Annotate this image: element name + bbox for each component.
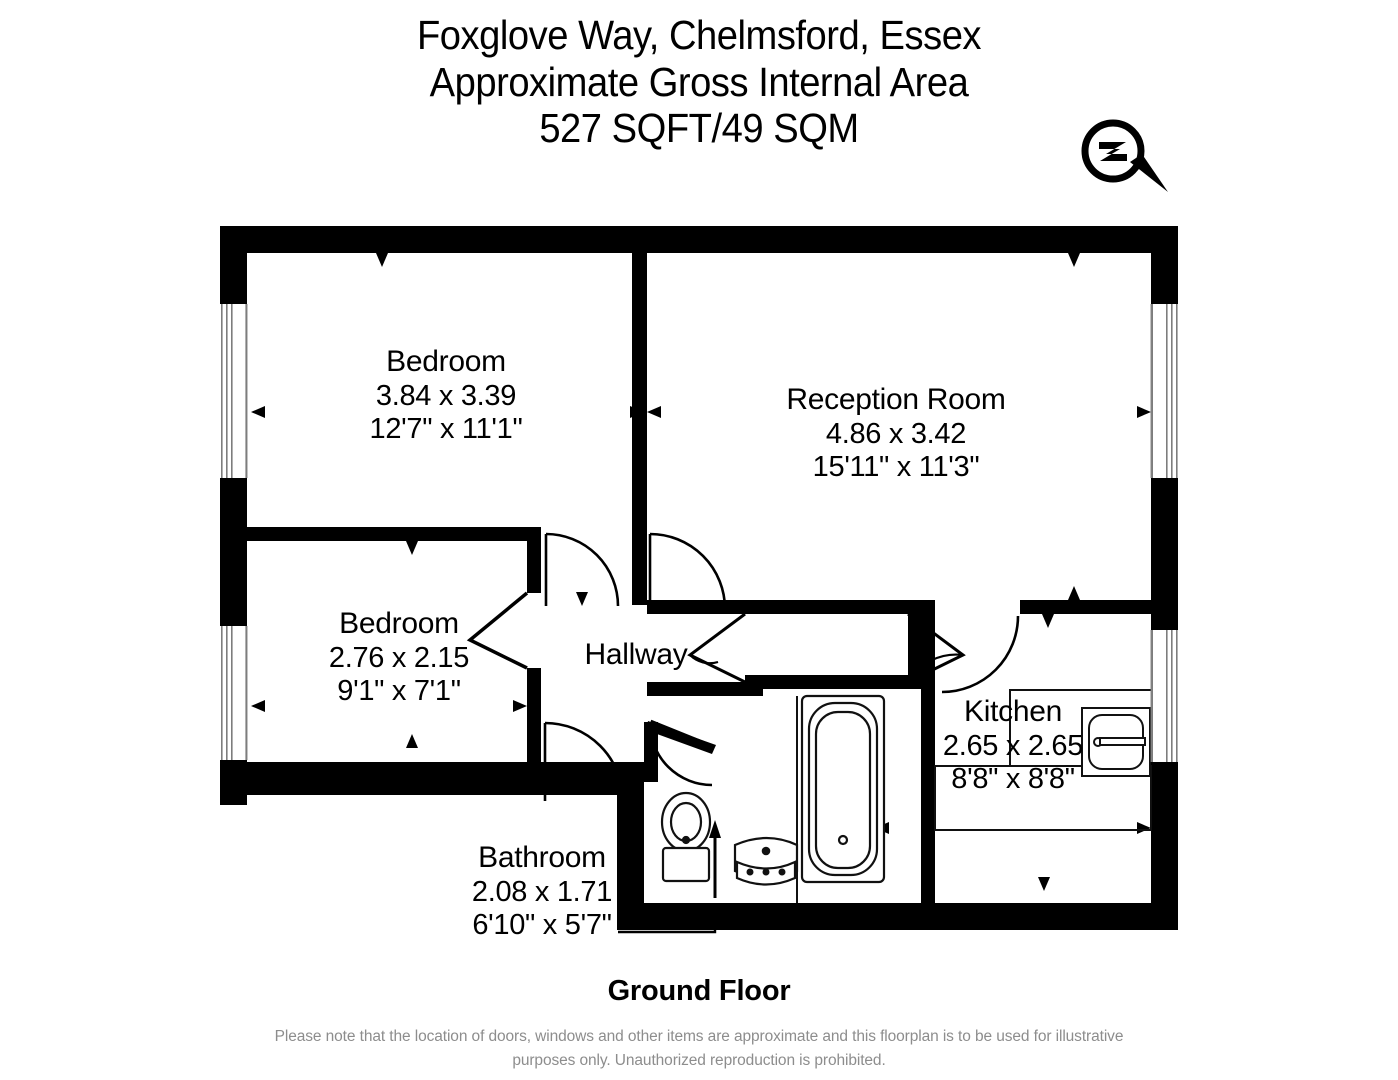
plan-header: Foxglove Way, Chelmsford, Essex Approxim…	[0, 12, 1398, 152]
room-name: Kitchen	[964, 695, 1062, 728]
room-metric: 2.76 x 2.15	[328, 641, 470, 674]
disclaimer: Please note that the location of doors, …	[0, 1025, 1398, 1073]
room-imperial: 9'1" x 7'1"	[337, 675, 461, 708]
room-label-hallway: Hallway	[552, 638, 720, 673]
room-name: Bedroom	[339, 607, 459, 640]
room-label-kitchen: Kitchen 2.65 x 2.65 8'8" x 8'8"	[925, 695, 1101, 797]
compass-north-icon	[1068, 118, 1172, 194]
room-name: Hallway	[584, 638, 688, 671]
area-value: 527 SQFT/49 SQM	[539, 105, 859, 152]
room-name: Bathroom	[478, 841, 606, 874]
room-name: Bedroom	[386, 345, 506, 378]
area-caption: Approximate Gross Internal Area	[429, 58, 969, 105]
room-imperial: 6'10" x 5'7"	[472, 909, 612, 942]
room-metric: 2.08 x 1.71	[471, 875, 613, 908]
room-label-reception-room: Reception Room 4.86 x 3.42 15'11" x 11'3…	[768, 383, 1024, 485]
room-imperial: 8'8" x 8'8"	[951, 763, 1075, 796]
property-address: Foxglove Way, Chelmsford, Essex	[416, 12, 982, 58]
disclaimer-line-2: purposes only. Unauthorized reproduction…	[512, 1052, 886, 1070]
room-metric: 3.84 x 3.39	[375, 379, 517, 412]
room-metric: 4.86 x 3.42	[825, 417, 967, 450]
room-imperial: 15'11" x 11'3"	[812, 451, 980, 484]
room-label-bedroom-2: Bedroom 2.76 x 2.15 9'1" x 7'1"	[288, 607, 510, 709]
disclaimer-line-1: Please note that the location of doors, …	[274, 1028, 1124, 1045]
room-name: Reception Room	[786, 383, 1006, 416]
room-metric: 2.65 x 2.65	[942, 729, 1084, 762]
room-label-bathroom: Bathroom 2.08 x 1.71 6'10" x 5'7"	[450, 841, 634, 943]
room-imperial: 12'7" x 11'1"	[369, 413, 523, 446]
floor-title: Ground Floor	[607, 975, 791, 1007]
floorplan-drawing	[0, 200, 1398, 960]
room-label-bedroom-1: Bedroom 3.84 x 3.39 12'7" x 11'1"	[330, 345, 562, 447]
